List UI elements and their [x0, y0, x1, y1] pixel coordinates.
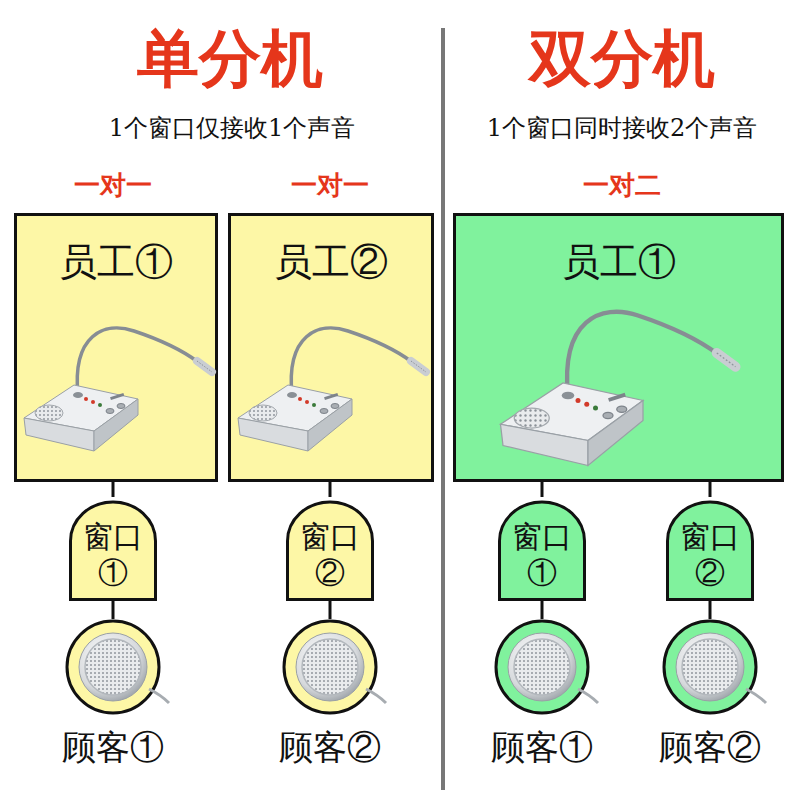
speaker-ring — [67, 621, 159, 713]
intercom-device — [24, 328, 212, 451]
connector-line — [329, 601, 332, 619]
speaker-grill — [79, 633, 169, 703]
window-node: 窗口 ① — [498, 497, 586, 601]
speaker-ring — [284, 621, 376, 713]
window-node: 窗口 ② — [666, 497, 754, 601]
divider-line — [441, 28, 445, 790]
customer-speaker-ring — [65, 619, 161, 715]
staff-box: 员工① — [14, 213, 218, 482]
window-name: 窗口 ② — [676, 497, 744, 591]
speaker-grill — [508, 633, 598, 703]
speaker-ring — [496, 621, 588, 713]
customer-speaker-ring — [662, 619, 758, 715]
speaker-grill — [296, 633, 386, 703]
ratio-label: 一对一 — [74, 170, 152, 201]
connector-line — [541, 601, 544, 619]
window-node: 窗口 ② — [286, 497, 374, 601]
customer-name: 顾客② — [274, 727, 386, 768]
connector-line — [709, 601, 712, 619]
ratio-label: 一对二 — [583, 170, 661, 201]
staff-name: 员工② — [231, 216, 431, 286]
intercom-device — [238, 328, 426, 451]
customer-speaker-ring — [282, 619, 378, 715]
customer-node: 顾客① — [486, 619, 598, 768]
section-title: 双分机 — [529, 22, 715, 96]
window-name: 窗口 ① — [79, 497, 147, 591]
customer-node: 顾客① — [57, 619, 169, 768]
customer-name: 顾客② — [654, 727, 766, 768]
window-name: 窗口 ① — [508, 497, 576, 591]
section-title: 单分机 — [137, 22, 323, 96]
staff-name: 员工① — [456, 216, 781, 286]
customer-node: 顾客② — [654, 619, 766, 768]
window-name: 窗口 ② — [296, 497, 364, 591]
window-node: 窗口 ① — [69, 497, 157, 601]
customer-speaker-ring — [494, 619, 590, 715]
customer-name: 顾客① — [486, 727, 598, 768]
intercom-device — [501, 312, 736, 466]
subtitle: 1个窗口同时接收2个声音 — [487, 114, 758, 143]
speaker-ring — [664, 621, 756, 713]
ratio-label: 一对一 — [291, 170, 369, 201]
connector-line — [709, 482, 712, 497]
staff-name: 员工① — [17, 216, 215, 286]
customer-name: 顾客① — [57, 727, 169, 768]
subtitle: 1个窗口仅接收1个声音 — [109, 114, 356, 143]
speaker-grill — [676, 633, 766, 703]
connector-line — [112, 482, 115, 497]
staff-box: 员工① — [453, 213, 784, 482]
staff-box: 员工② — [228, 213, 434, 482]
connector-line — [541, 482, 544, 497]
customer-node: 顾客② — [274, 619, 386, 768]
connector-line — [329, 482, 332, 497]
connector-line — [112, 601, 115, 619]
